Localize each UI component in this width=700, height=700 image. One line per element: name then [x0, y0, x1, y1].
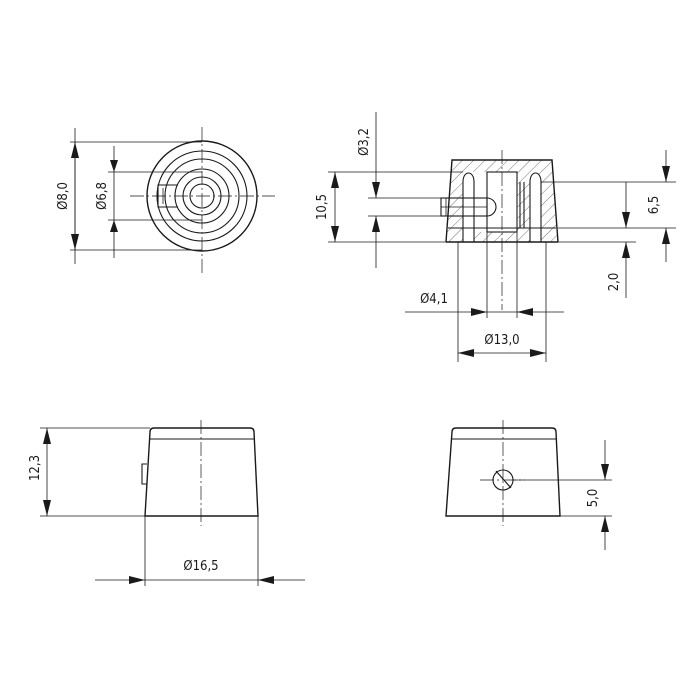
dim-section-total-height: 10,5 [315, 194, 330, 220]
dim-section-screw-diameter: Ø3,2 [357, 128, 372, 156]
dim-section-base-height: 2,0 [607, 273, 622, 292]
dim-top-inner-diameter: Ø6,8 [95, 182, 110, 210]
dim-side-diameter: Ø16,5 [183, 559, 218, 574]
dim-section-right-height: 6,5 [647, 196, 662, 215]
dim-section-shaft-diameter: Ø4,1 [420, 292, 448, 307]
side-set-screw [141, 463, 147, 485]
top-view: Ø8,0 Ø6,8 [56, 127, 275, 275]
front-body [445, 427, 561, 517]
front-view: 5,0 [445, 420, 612, 550]
side-body [144, 427, 259, 517]
section-view: 10,5 Ø3,2 6,5 2,0 Ø4,1 Ø13,0 [315, 112, 676, 362]
dim-section-base-diameter: Ø13,0 [484, 333, 519, 348]
dim-top-outer-diameter: Ø8,0 [56, 182, 71, 210]
side-view: 12,3 Ø16,5 [28, 420, 305, 586]
dim-side-height: 12,3 [28, 455, 43, 481]
dim-screw-height: 5,0 [586, 489, 601, 508]
